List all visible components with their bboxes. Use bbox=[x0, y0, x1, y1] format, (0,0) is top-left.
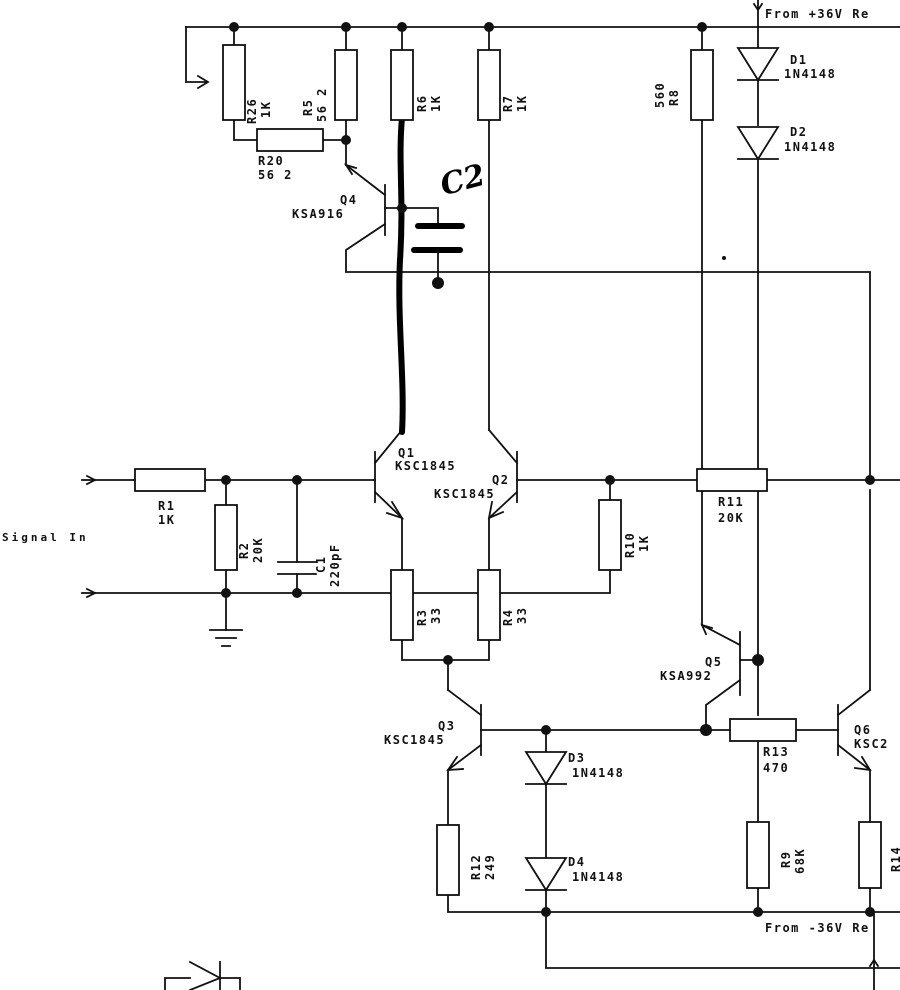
resistor-r4 bbox=[477, 569, 501, 641]
d4-part: 1N4148 bbox=[572, 870, 624, 884]
r10-ref: R10 bbox=[623, 532, 637, 558]
d2-part: 1N4148 bbox=[784, 140, 836, 154]
junction-dots bbox=[221, 22, 875, 917]
resistor-r3 bbox=[390, 569, 414, 641]
q6-ref: Q6 bbox=[854, 723, 871, 737]
r26-ref: R26 bbox=[245, 98, 259, 124]
r8-value: 560 bbox=[653, 82, 667, 108]
d1-part: 1N4148 bbox=[784, 67, 836, 81]
r6-value: 1K bbox=[429, 95, 443, 112]
negative-supply-label: From -36V Re bbox=[765, 921, 870, 935]
r1-ref: R1 bbox=[158, 499, 175, 513]
diode-d2 bbox=[736, 126, 780, 161]
r4-value: 33 bbox=[515, 607, 529, 624]
resistor-r2 bbox=[214, 504, 238, 571]
resistor-r1 bbox=[134, 468, 206, 492]
resistor-r9 bbox=[746, 821, 770, 889]
resistor-r20 bbox=[256, 128, 324, 152]
r12-value: 249 bbox=[483, 854, 497, 880]
r13-ref: R13 bbox=[763, 745, 789, 759]
q5-ref: Q5 bbox=[705, 655, 722, 669]
r7-value: 1K bbox=[515, 95, 529, 112]
r8-ref: R8 bbox=[667, 89, 681, 106]
r7-ref: R7 bbox=[501, 95, 515, 112]
c1-ref: C1 bbox=[314, 556, 328, 573]
q5-part: KSA992 bbox=[660, 669, 712, 683]
d3-part: 1N4148 bbox=[572, 766, 624, 780]
hand-drawn-trace bbox=[396, 115, 406, 435]
diode-d3 bbox=[524, 751, 568, 786]
r2-value: 20K bbox=[251, 537, 265, 563]
r3-value: 33 bbox=[429, 607, 443, 624]
emitter-arrows bbox=[343, 163, 872, 772]
r5-ref: R5 bbox=[301, 99, 315, 116]
q2-part: KSC1845 bbox=[434, 487, 495, 501]
q1-part: KSC1845 bbox=[395, 459, 456, 473]
resistor-r6 bbox=[390, 49, 414, 121]
resistor-r11 bbox=[696, 468, 768, 492]
r9-value: 68K bbox=[793, 848, 807, 874]
resistor-r12 bbox=[436, 824, 460, 896]
diode-legend-symbol bbox=[164, 960, 241, 990]
resistor-r10 bbox=[598, 499, 622, 571]
q4-part: KSA916 bbox=[292, 207, 344, 221]
q4-ref: Q4 bbox=[340, 193, 357, 207]
r11-value: 20K bbox=[718, 511, 744, 525]
r5-value: 56 2 bbox=[315, 87, 329, 122]
q2-ref: Q2 bbox=[492, 473, 509, 487]
resistor-r26 bbox=[222, 44, 246, 121]
q6-part: KSC2 bbox=[854, 737, 889, 751]
q3-part: KSC1845 bbox=[384, 733, 445, 747]
diode-d1 bbox=[736, 47, 780, 82]
signal-in-label: Signal In bbox=[2, 531, 89, 544]
r9-ref: R9 bbox=[779, 851, 793, 868]
r11-ref: R11 bbox=[718, 495, 744, 509]
r4-ref: R4 bbox=[501, 609, 515, 626]
r3-ref: R3 bbox=[415, 609, 429, 626]
d2-ref: D2 bbox=[790, 125, 807, 139]
resistor-r14 bbox=[858, 821, 882, 889]
d4-ref: D4 bbox=[568, 855, 585, 869]
positive-supply-label: From +36V Re bbox=[765, 7, 870, 21]
resistor-r13 bbox=[729, 718, 797, 742]
r2-ref: R2 bbox=[237, 542, 251, 559]
r26-value: 1K bbox=[259, 101, 273, 118]
q1-ref: Q1 bbox=[398, 446, 415, 460]
r20-value: 56 2 bbox=[258, 168, 293, 182]
diode-d4 bbox=[524, 857, 568, 892]
r13-value: 470 bbox=[763, 761, 789, 775]
r10-value: 1K bbox=[637, 535, 651, 552]
c2-handwritten-label: C2 bbox=[437, 158, 489, 203]
resistor-r5 bbox=[334, 49, 358, 121]
d3-ref: D3 bbox=[568, 751, 585, 765]
resistor-r8 bbox=[690, 49, 714, 121]
q3-ref: Q3 bbox=[438, 719, 455, 733]
c1-value: 220pF bbox=[328, 543, 342, 587]
capacitor-c1 bbox=[277, 561, 317, 575]
r1-value: 1K bbox=[158, 513, 175, 527]
r20-ref: R20 bbox=[258, 154, 284, 168]
resistor-r7 bbox=[477, 49, 501, 121]
r6-ref: R6 bbox=[415, 95, 429, 112]
r12-ref: R12 bbox=[469, 854, 483, 880]
d1-ref: D1 bbox=[790, 53, 807, 67]
r14-ref: R14 bbox=[889, 846, 900, 872]
